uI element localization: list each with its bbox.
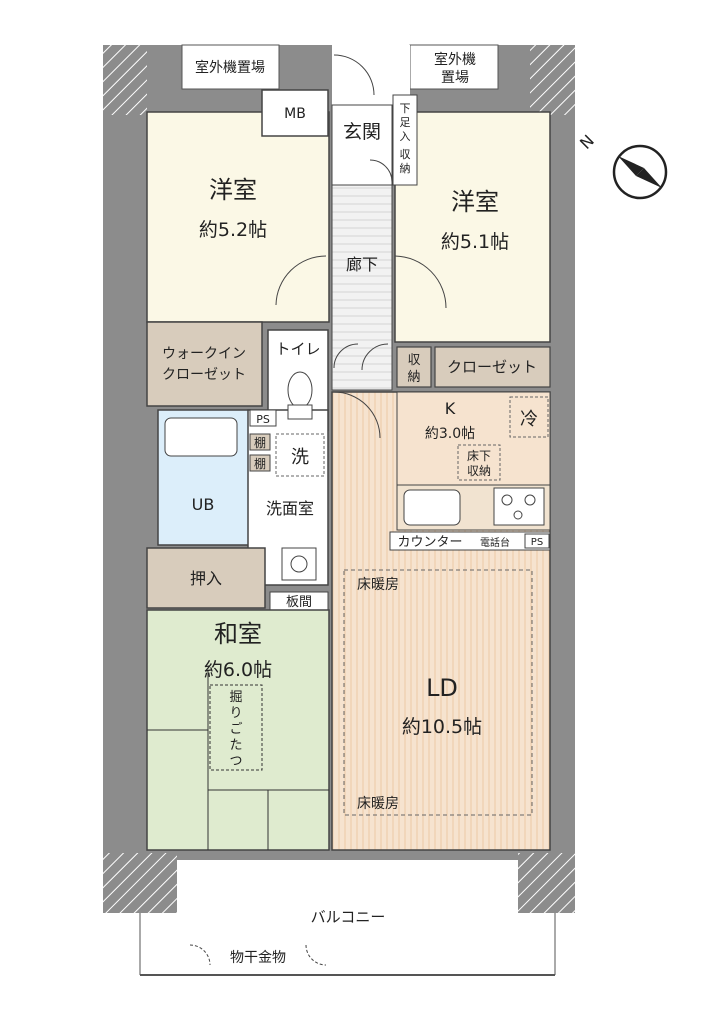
svg-text:た: た (229, 738, 242, 753)
hallway (331, 184, 393, 391)
oshiire (146, 547, 266, 609)
ld-name: LD (426, 674, 458, 702)
svg-text:下: 下 (400, 102, 411, 115)
floor-heating-top-label: 床暖房 (357, 577, 399, 593)
storage-label-1: 収 (407, 353, 420, 368)
compass-icon (612, 144, 668, 200)
counter-label: カウンター (397, 535, 462, 550)
shelf-box-1 (249, 433, 271, 451)
walk-in-closet (146, 321, 263, 407)
outdoor-unit-left-label: 室外機置場 (195, 59, 265, 76)
western-room-right (394, 111, 551, 343)
fridge-label: 冷 (520, 409, 538, 430)
walk-in-label-2: クローゼット (162, 367, 246, 383)
balcony (139, 913, 556, 976)
svg-text:り: り (229, 706, 242, 721)
bathtub (164, 417, 238, 457)
ub-label: UB (192, 495, 215, 514)
compass-letter: N (576, 131, 598, 153)
kotatsu-label: 掘 り ご た つ (229, 690, 242, 769)
svg-text:掘: 掘 (229, 690, 242, 705)
svg-text:つ: つ (229, 754, 242, 769)
mb-closet (261, 89, 329, 137)
svg-text:ご: ご (229, 721, 242, 737)
sink (403, 489, 461, 526)
toilet-label: トイレ (275, 340, 320, 358)
underfloor-label-2: 収納 (467, 464, 491, 478)
closet-right (434, 346, 551, 388)
western-left-size: 約5.2帖 (199, 219, 267, 241)
svg-text:収: 収 (400, 148, 411, 161)
outdoor-unit-right-label-2: 置場 (441, 70, 469, 86)
svg-text:入: 入 (400, 130, 411, 143)
wash-basin (281, 547, 317, 581)
japanese-name: 和室 (214, 620, 262, 648)
ps-kitchen-label: PS (531, 537, 543, 548)
underfloor-label-1: 床下 (467, 449, 491, 463)
ps-kitchen-box (524, 533, 550, 549)
tatami-lines (147, 670, 329, 850)
closet-label: クローゼット (447, 358, 537, 376)
floor-heating-bottom-label: 床暖房 (357, 796, 399, 812)
western-right-name: 洋室 (451, 188, 499, 216)
washer-label: 洗 (291, 447, 309, 468)
svg-text:納: 納 (400, 162, 411, 175)
western-room-left (146, 111, 330, 323)
walk-in-label-1: ウォークイン (162, 346, 246, 362)
shoe-storage (392, 94, 418, 186)
kitchen-name: K (445, 399, 456, 418)
western-left-name: 洋室 (209, 176, 257, 204)
itama-label: 板間 (286, 595, 312, 610)
underfloor-storage (457, 444, 501, 481)
ps-bath-label: PS (256, 413, 270, 426)
storage-label-2: 納 (407, 370, 420, 385)
ld-size: 約10.5帖 (402, 716, 482, 738)
washroom-label: 洗面室 (266, 499, 314, 518)
doors (189, 54, 447, 966)
entrance-label: 玄関 (343, 121, 381, 143)
laundry-hanger-label: 物干金物 (230, 950, 286, 966)
oshiire-label: 押入 (190, 569, 222, 588)
floor-heating-area (343, 569, 533, 816)
entrance-area (331, 104, 393, 186)
stove (493, 487, 545, 526)
counter-strip (389, 531, 551, 551)
toilet-bowl (287, 371, 313, 409)
shoe-storage-label: 下 足 入 収 納 (400, 102, 411, 175)
shelf-box-2 (249, 454, 271, 472)
hallway-label: 廊下 (346, 255, 378, 274)
ps-bath-box (249, 409, 277, 427)
svg-text:足: 足 (400, 116, 411, 129)
balcony-label: バルコニー (311, 908, 386, 926)
shelf-label-1: 棚 (254, 435, 266, 450)
storage-small (396, 346, 432, 388)
mb-label: MB (284, 106, 306, 122)
kitchen-size: 約3.0帖 (425, 426, 475, 442)
phone-stand-label: 電話台 (480, 536, 510, 549)
shelf-label-2: 棚 (254, 456, 266, 471)
japanese-size: 約6.0帖 (204, 659, 272, 681)
western-right-size: 約5.1帖 (441, 231, 509, 253)
outdoor-unit-right-label-1: 室外機 (434, 51, 476, 68)
fridge-space (509, 396, 549, 438)
